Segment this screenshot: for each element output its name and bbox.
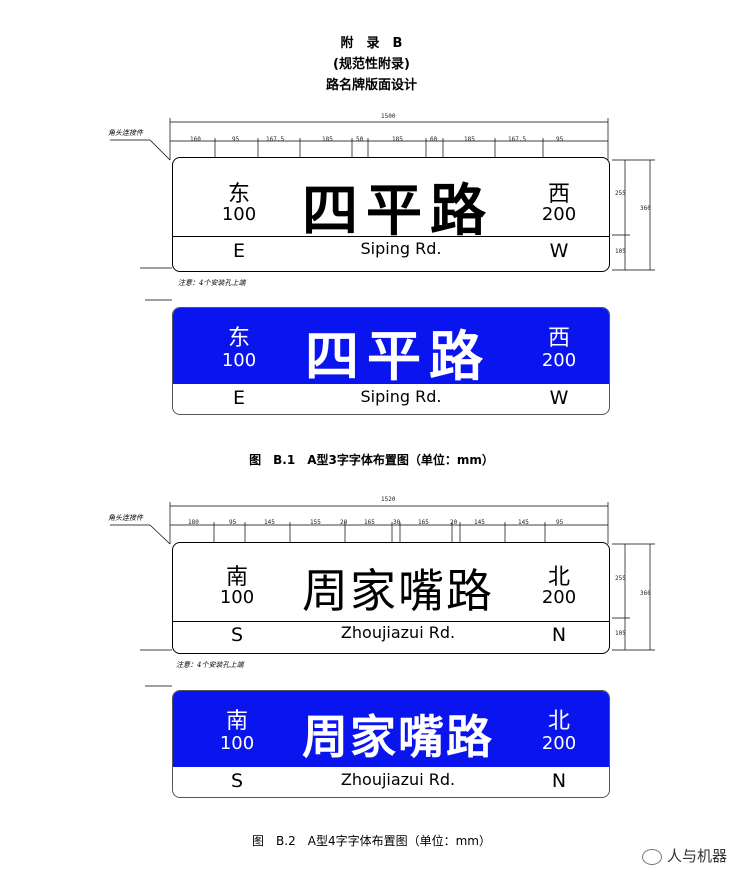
top-dim: 155 <box>310 519 321 526</box>
figure-b1-caption: 图 B.1 A型3字字体布置图（单位：mm） <box>249 453 494 467</box>
draft-sign-b2: 南 100 S 周家嘴路 Zhoujiazui Rd. 北 200 N <box>172 542 610 654</box>
top-dim: 20 <box>450 519 458 526</box>
top-dim: 95 <box>232 136 240 143</box>
right-dim: 360 <box>640 205 651 212</box>
direction-latin-left: E <box>232 387 245 409</box>
figure-b2-caption: 图 B.2 A型4字字体布置图（单位：mm） <box>252 834 491 848</box>
direction-number-right: 200 <box>541 587 577 608</box>
top-dim: 185 <box>464 136 475 143</box>
road-pinyin: Zhoujiazui Rd. <box>340 770 456 789</box>
watermark-text: 人与机器 <box>666 847 727 865</box>
direction-latin-right: W <box>549 240 569 262</box>
connector-label: 角头连接件 <box>108 129 143 137</box>
watermark: 人与机器 <box>641 845 727 866</box>
direction-latin-left: E <box>232 240 245 262</box>
direction-char-right: 北 <box>547 565 570 590</box>
right-dim: 255 <box>615 190 626 197</box>
direction-char-left: 东 <box>227 182 250 207</box>
right-dim: 360 <box>640 590 651 597</box>
top-dim: 20 <box>340 519 348 526</box>
direction-char-left: 南 <box>225 565 248 590</box>
appendix-subtitle: (规范性附录) <box>333 57 410 72</box>
top-dim: 185 <box>322 136 333 143</box>
total-width-dim: 1520 <box>381 496 396 503</box>
direction-latin-right: W <box>549 387 569 409</box>
road-name: 周家嘴路 <box>302 564 494 618</box>
appendix-heading: 路名牌版面设计 <box>325 78 417 93</box>
top-dim: 167.5 <box>508 136 527 143</box>
top-dim: 145 <box>518 519 529 526</box>
right-dim: 255 <box>615 575 626 582</box>
top-dim: 95 <box>229 519 237 526</box>
final-sign-b1: 东 100 四平路 西 200 E Siping Rd. W <box>172 307 610 415</box>
direction-number-right: 200 <box>541 350 577 371</box>
top-dim: 145 <box>264 519 275 526</box>
top-dim: 95 <box>556 136 564 143</box>
top-dim: 160 <box>190 136 201 143</box>
direction-latin-right: N <box>551 770 567 792</box>
top-dim: 30 <box>393 519 401 526</box>
direction-latin-right: N <box>551 624 567 646</box>
top-dim: 95 <box>556 519 564 526</box>
final-sign-b2: 南 100 周家嘴路 北 200 S Zhoujiazui Rd. N <box>172 690 610 798</box>
right-dim: 105 <box>615 630 626 637</box>
direction-number-left: 100 <box>219 587 255 608</box>
top-dim: 145 <box>474 519 485 526</box>
connector-label: 角头连接件 <box>108 514 143 522</box>
direction-number-left: 100 <box>221 204 257 225</box>
top-dim: 167.5 <box>266 136 285 143</box>
direction-char-right: 西 <box>547 182 570 207</box>
road-pinyin: Zhoujiazui Rd. <box>340 623 456 642</box>
direction-char-left: 东 <box>227 326 250 351</box>
wechat-icon <box>641 848 662 865</box>
total-width-dim: 1500 <box>381 113 396 120</box>
direction-number-right: 200 <box>541 204 577 225</box>
direction-char-left: 南 <box>225 709 248 734</box>
blue-panel <box>173 691 609 767</box>
appendix-title: 附 录 B <box>340 36 403 51</box>
top-dim: 60 <box>430 136 438 143</box>
direction-number-left: 100 <box>221 350 257 371</box>
mounting-note: 注意：4个安装孔上端 <box>176 661 244 669</box>
direction-char-right: 西 <box>547 326 570 351</box>
road-pinyin: Siping Rd. <box>360 387 442 406</box>
right-dim: 105 <box>615 248 626 255</box>
direction-number-right: 200 <box>541 733 577 754</box>
direction-latin-left: S <box>230 624 244 646</box>
road-pinyin: Siping Rd. <box>360 239 442 258</box>
top-dim: 180 <box>188 519 199 526</box>
road-name: 四平路 <box>305 325 491 388</box>
draft-sign-b1: 东 100 E 四平路 Siping Rd. 西 200 W <box>172 157 610 272</box>
direction-number-left: 100 <box>219 733 255 754</box>
mounting-note: 注意：4个安装孔上端 <box>178 279 246 287</box>
blue-panel <box>173 308 609 384</box>
top-dim: 165 <box>418 519 429 526</box>
top-dim: 50 <box>356 136 364 143</box>
top-dim: 165 <box>364 519 375 526</box>
direction-char-right: 北 <box>547 709 570 734</box>
road-name: 四平路 <box>302 179 494 244</box>
direction-latin-left: S <box>230 770 244 792</box>
road-name: 周家嘴路 <box>302 710 494 764</box>
top-dim: 185 <box>392 136 403 143</box>
